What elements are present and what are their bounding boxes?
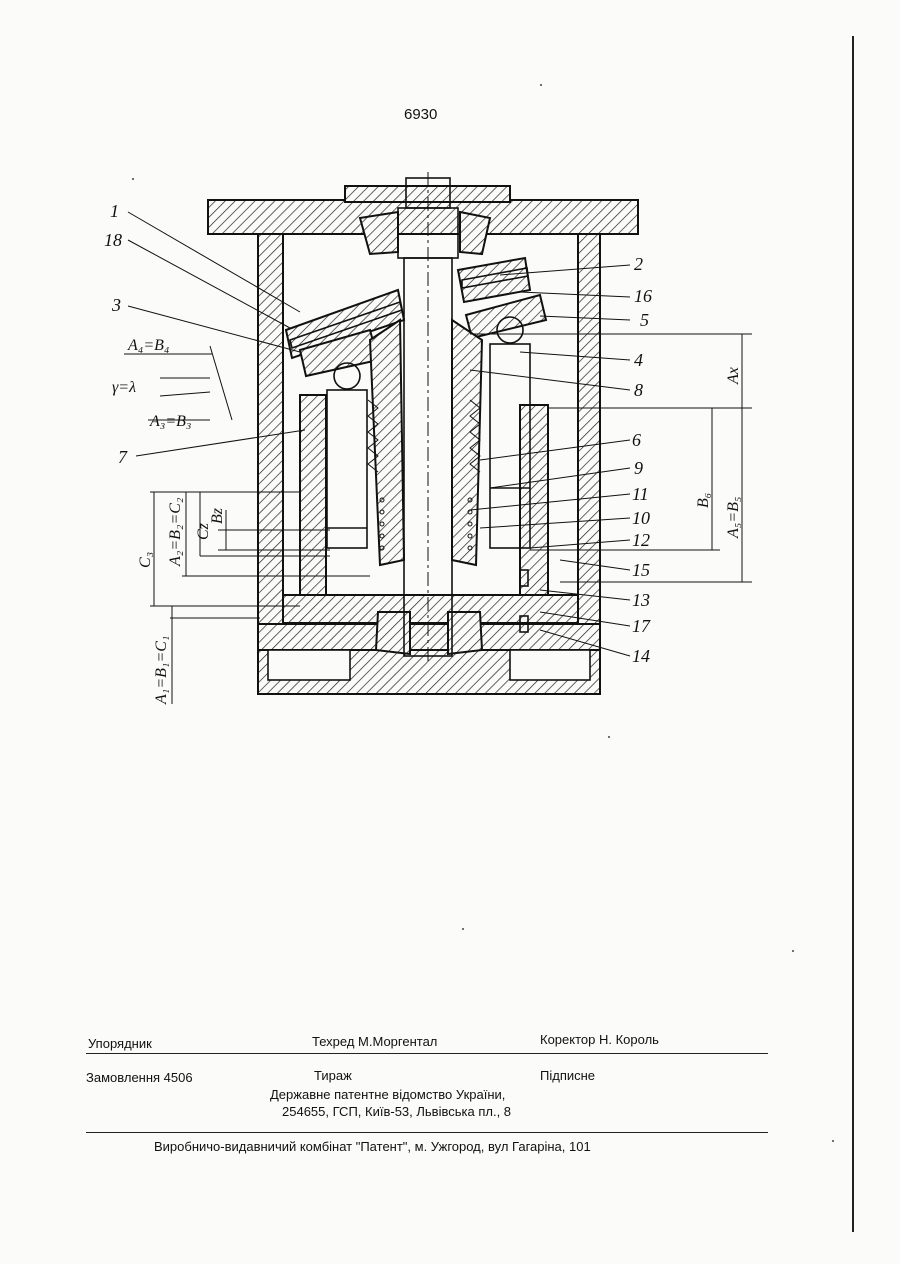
callout-1: 1 <box>110 201 119 221</box>
circulation-label: Тираж <box>314 1068 352 1083</box>
printer-info: Виробничо-видавничий комбінат "Патент", … <box>154 1139 591 1154</box>
callout-5: 5 <box>640 310 649 330</box>
scan-speck <box>608 736 610 738</box>
subscription-label: Підписне <box>540 1068 595 1083</box>
callout-18: 18 <box>104 230 122 250</box>
dim-a4-b4: A₄=B₄ <box>127 337 169 354</box>
callout-9: 9 <box>634 458 643 478</box>
corrector-label: Коректор Н. Король <box>540 1032 659 1047</box>
callout-2: 2 <box>634 254 643 274</box>
callout-8: 8 <box>634 380 643 400</box>
scan-speck <box>462 928 464 930</box>
callout-3: 3 <box>111 295 121 315</box>
dim-bz: Bz <box>209 507 226 524</box>
scan-speck <box>792 950 794 952</box>
patent-office-address: 254655, ГСП, Київ-53, Львівська пл., 8 <box>282 1104 511 1119</box>
callout-15: 15 <box>632 560 650 580</box>
callout-16: 16 <box>634 286 652 306</box>
central-shaft <box>398 172 458 664</box>
outer-sleeves <box>300 395 548 595</box>
dim-cz: Cz <box>195 522 212 540</box>
scan-speck <box>540 84 542 86</box>
dim-a5-b5: A₅=B₅ <box>725 497 742 539</box>
footer-rule-bottom <box>86 1132 768 1133</box>
callout-11: 11 <box>632 484 649 504</box>
callout-13: 13 <box>632 590 650 610</box>
techred-label: Техред М.Моргентал <box>312 1034 437 1049</box>
compiler-label: Упорядник <box>88 1036 152 1051</box>
margin-rule <box>852 36 854 1232</box>
dim-a1-b1-c1: A₁=B₁=C₁ <box>153 636 170 706</box>
dim-gamma-lambda: γ=λ <box>112 379 136 396</box>
callout-7: 7 <box>118 447 128 467</box>
housing <box>208 186 638 694</box>
footer-rule-top <box>86 1053 768 1054</box>
callout-10: 10 <box>632 508 650 528</box>
callout-14: 14 <box>632 646 650 666</box>
scan-speck <box>832 1140 834 1142</box>
scan-speck <box>132 178 134 180</box>
callout-12: 12 <box>632 530 650 550</box>
callout-4: 4 <box>634 350 643 370</box>
dim-b6: B₆ <box>695 493 712 508</box>
dim-a3-b3: A₃=B₃ <box>149 413 191 430</box>
patent-office: Державне патентне відомство України, <box>270 1087 505 1102</box>
order-label: Замовлення 4506 <box>86 1070 193 1085</box>
dim-ax: Ax <box>725 367 742 385</box>
dim-c3: C₃ <box>137 552 154 568</box>
inner-sleeves <box>368 320 482 565</box>
callout-17: 17 <box>632 616 651 636</box>
callout-6: 6 <box>632 430 641 450</box>
dim-a2-b2-c2: A₂=B₂=C₂ <box>167 497 184 567</box>
